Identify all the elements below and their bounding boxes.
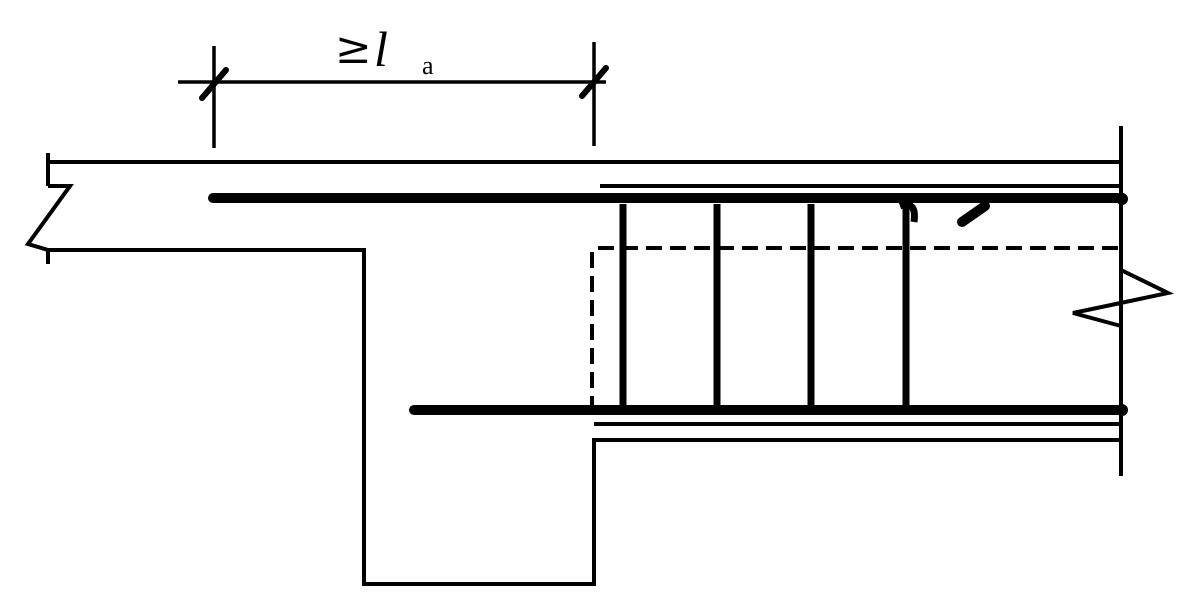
- stirrup-hook: [957, 201, 990, 227]
- bottom-rebar-end-dot: [1116, 404, 1128, 416]
- dimension-label: ≥ l a: [335, 21, 434, 80]
- concrete-outline: [46, 126, 1123, 586]
- dimension-tick-left: [199, 67, 229, 101]
- t-section-outline: [48, 248, 1122, 586]
- dimension-label-variable: l: [374, 21, 388, 77]
- reinforcement: [208, 193, 1128, 416]
- dimension-label-subscript: a: [422, 51, 434, 80]
- left-break-symbol: [24, 184, 74, 264]
- dimension-label-symbol: ≥: [335, 23, 372, 74]
- top-rebar-end-dot: [1116, 193, 1128, 205]
- break-lines: [24, 184, 1175, 328]
- stirrup-hook-bend: [898, 201, 918, 223]
- dimension-tick-right: [579, 65, 609, 99]
- anchorage-length-dimension: ≥ l a: [178, 21, 609, 148]
- hidden-lines: [590, 246, 1120, 410]
- right-break-symbol: [1072, 268, 1175, 328]
- stirrups: [619, 204, 910, 406]
